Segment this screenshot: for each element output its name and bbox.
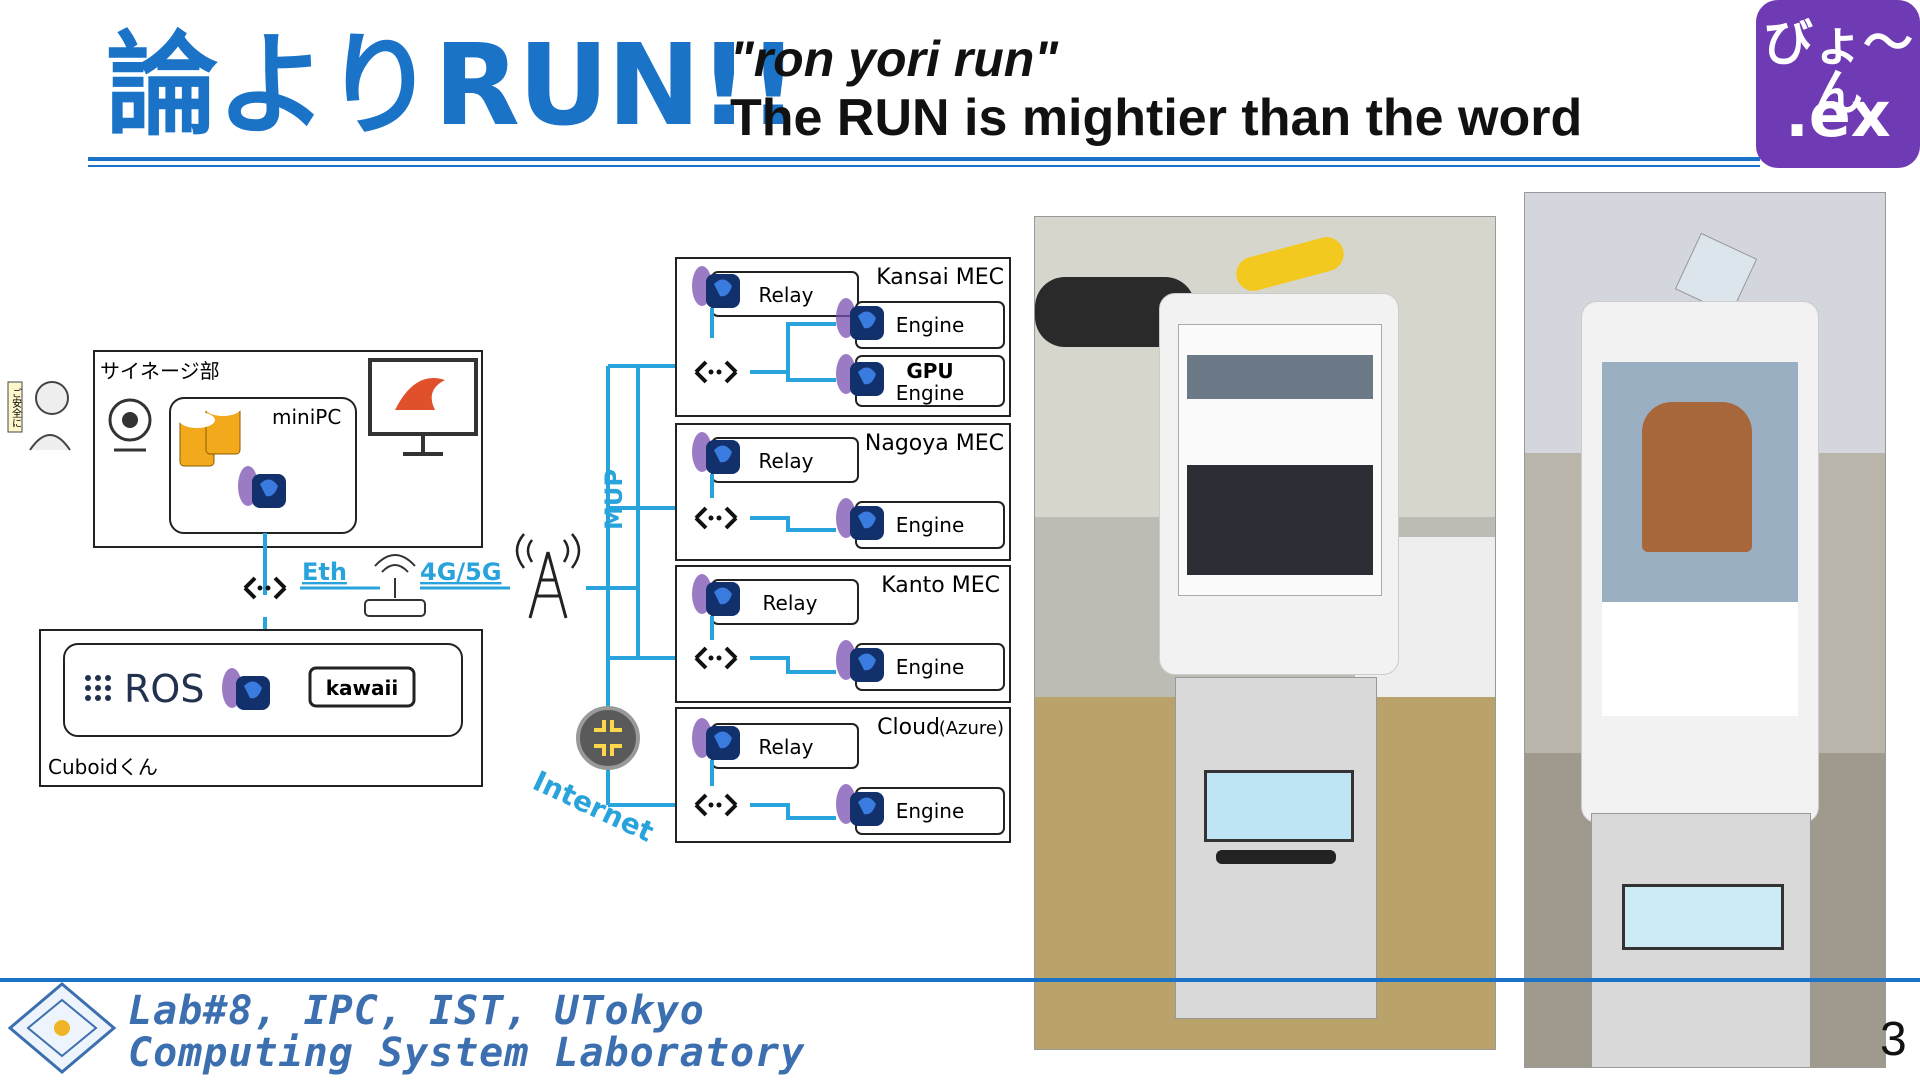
webcam-icon: [108, 398, 152, 452]
mascot-icon: ご安全に: [7, 381, 71, 451]
gpu-label: GPU: [906, 359, 953, 383]
robot-display-housing: [1581, 301, 1819, 823]
cloud-azure-box: Cloud (Azure) Relay Engine: [675, 707, 1011, 843]
screen-image-strip: [1187, 355, 1373, 399]
cuboid-label: Cuboidくん: [48, 755, 158, 779]
internet-gateway-icon: [576, 706, 640, 770]
robot-screen: [1602, 362, 1798, 716]
cellular-label: 4G/5G: [420, 558, 502, 586]
kawaii-badge: [308, 666, 416, 708]
signage-label: サイネージ部: [100, 359, 220, 383]
lab-line1: Lab#8, IPC, IST, UTokyo: [128, 988, 705, 1034]
eth-label: Eth: [302, 558, 347, 586]
robot-photo-glass: [1524, 192, 1886, 1068]
mup-label: MUP: [600, 469, 628, 530]
kanto-mec-box: Kanto MEC Relay Engine: [675, 565, 1011, 703]
lab-logo: びょ〜ん .ex: [1756, 0, 1920, 168]
footer-rule: [0, 978, 1920, 982]
robot-display-housing: [1159, 293, 1399, 675]
engine-label: Engine: [896, 313, 965, 337]
robot-face-screen: [1204, 770, 1354, 842]
nagoya-mec-box: Nagoya MEC Relay Engine: [675, 423, 1011, 561]
monitor-icon: [368, 358, 478, 456]
engine-label: Engine: [896, 799, 965, 823]
engine-label: Engine: [896, 513, 965, 537]
kanto-mec-label: Kanto MEC: [881, 573, 1000, 598]
screen-rock-image: [1642, 402, 1752, 552]
relay-label: Relay: [759, 449, 814, 473]
lab-emblem-icon: [7, 982, 117, 1074]
cloud-label: Cloud: [877, 715, 940, 740]
page-number: 3: [1880, 1013, 1907, 1066]
screen-terminal: [1187, 465, 1373, 575]
router-icon: [364, 554, 426, 617]
relay-label: Relay: [759, 735, 814, 759]
robot-body: [1175, 677, 1377, 1019]
relay-label: Relay: [763, 591, 818, 615]
robot-face-screen: [1622, 884, 1784, 950]
robot-sensor-bar: [1216, 850, 1336, 864]
minipc-label: miniPC: [272, 405, 341, 429]
robot-screen: [1178, 324, 1382, 596]
mascot-sign: ご安全に: [10, 388, 22, 428]
kansai-mec-label: Kansai MEC: [876, 265, 1004, 290]
beer-icon: [179, 400, 241, 467]
ros-logo-icon: [85, 675, 111, 701]
logo-line2: .ex: [1785, 78, 1891, 151]
page-title: 論よりRUN!!: [106, 21, 799, 151]
kawaii-label: kawaii: [326, 676, 398, 700]
robot-photo-banana: [1034, 216, 1496, 1050]
ros-label: ROS: [124, 667, 204, 711]
title-underline-thin: [88, 165, 1760, 167]
title-underline: [88, 157, 1760, 161]
screen-stats-panel: [1602, 602, 1798, 716]
subtitle-quote: "ron yori run": [730, 31, 1058, 87]
kansai-mec-box: Kansai MEC Relay Engine GPU Engine: [675, 257, 1011, 417]
subtitle: The RUN is mightier than the word: [730, 89, 1583, 147]
gpu-engine-label: Engine: [896, 381, 965, 405]
lab-affiliation: Lab#8, IPC, IST, UTokyo Computing System…: [128, 990, 805, 1074]
engine-label: Engine: [896, 655, 965, 679]
logo-line1: びょ〜ん: [1763, 14, 1913, 122]
nagoya-mec-label: Nagoya MEC: [865, 431, 1004, 456]
architecture-diagram: ご安全に サイネージ部 miniPC Eth 4G/5G: [7, 257, 1011, 849]
relay-label: Relay: [759, 283, 814, 307]
robot-body: [1591, 813, 1811, 1067]
lab-line2: Computing System Laboratory: [128, 1030, 806, 1076]
cloud-suffix-label: (Azure): [939, 718, 1004, 739]
antenna-icon: [515, 533, 581, 619]
